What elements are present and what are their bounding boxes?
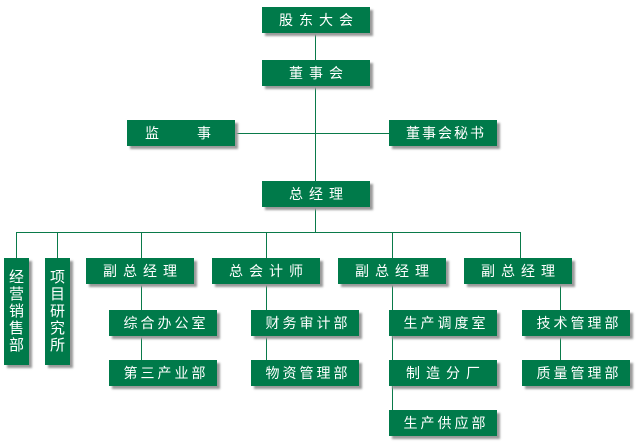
node-audit: 财务审计部 [251, 310, 359, 336]
connector [315, 33, 316, 232]
node-vgm-2: 副总经理 [338, 258, 446, 284]
node-materials: 物资管理部 [251, 360, 359, 386]
connector [235, 133, 389, 134]
node-dispatch: 生产调度室 [389, 310, 497, 336]
node-factory: 制造分厂 [389, 360, 497, 386]
connector [520, 232, 521, 258]
node-shareholders: 股东大会 [262, 7, 370, 33]
connector [16, 232, 17, 258]
connector [392, 232, 393, 258]
connector [141, 232, 142, 258]
connector [392, 284, 393, 410]
node-board: 董事会 [262, 60, 370, 86]
node-research: 项目研究所 [45, 258, 70, 365]
node-vgm-3: 副总经理 [464, 258, 572, 284]
node-general-office: 综合办公室 [109, 310, 217, 336]
node-general-manager: 总经理 [262, 181, 370, 207]
node-tertiary: 第三产业部 [109, 360, 217, 386]
connector [266, 232, 267, 258]
node-cfo: 总会计师 [212, 258, 320, 284]
node-tech: 技术管理部 [522, 310, 630, 336]
connector [16, 232, 521, 233]
node-quality: 质量管理部 [522, 360, 630, 386]
node-supply: 生产供应部 [389, 410, 497, 436]
node-vgm-1: 副总经理 [86, 258, 194, 284]
node-sales: 经营销售部 [4, 258, 29, 365]
connector [57, 232, 58, 258]
node-board-secretary: 董事会秘书 [389, 120, 497, 146]
node-supervisor: 监 事 [127, 120, 235, 146]
